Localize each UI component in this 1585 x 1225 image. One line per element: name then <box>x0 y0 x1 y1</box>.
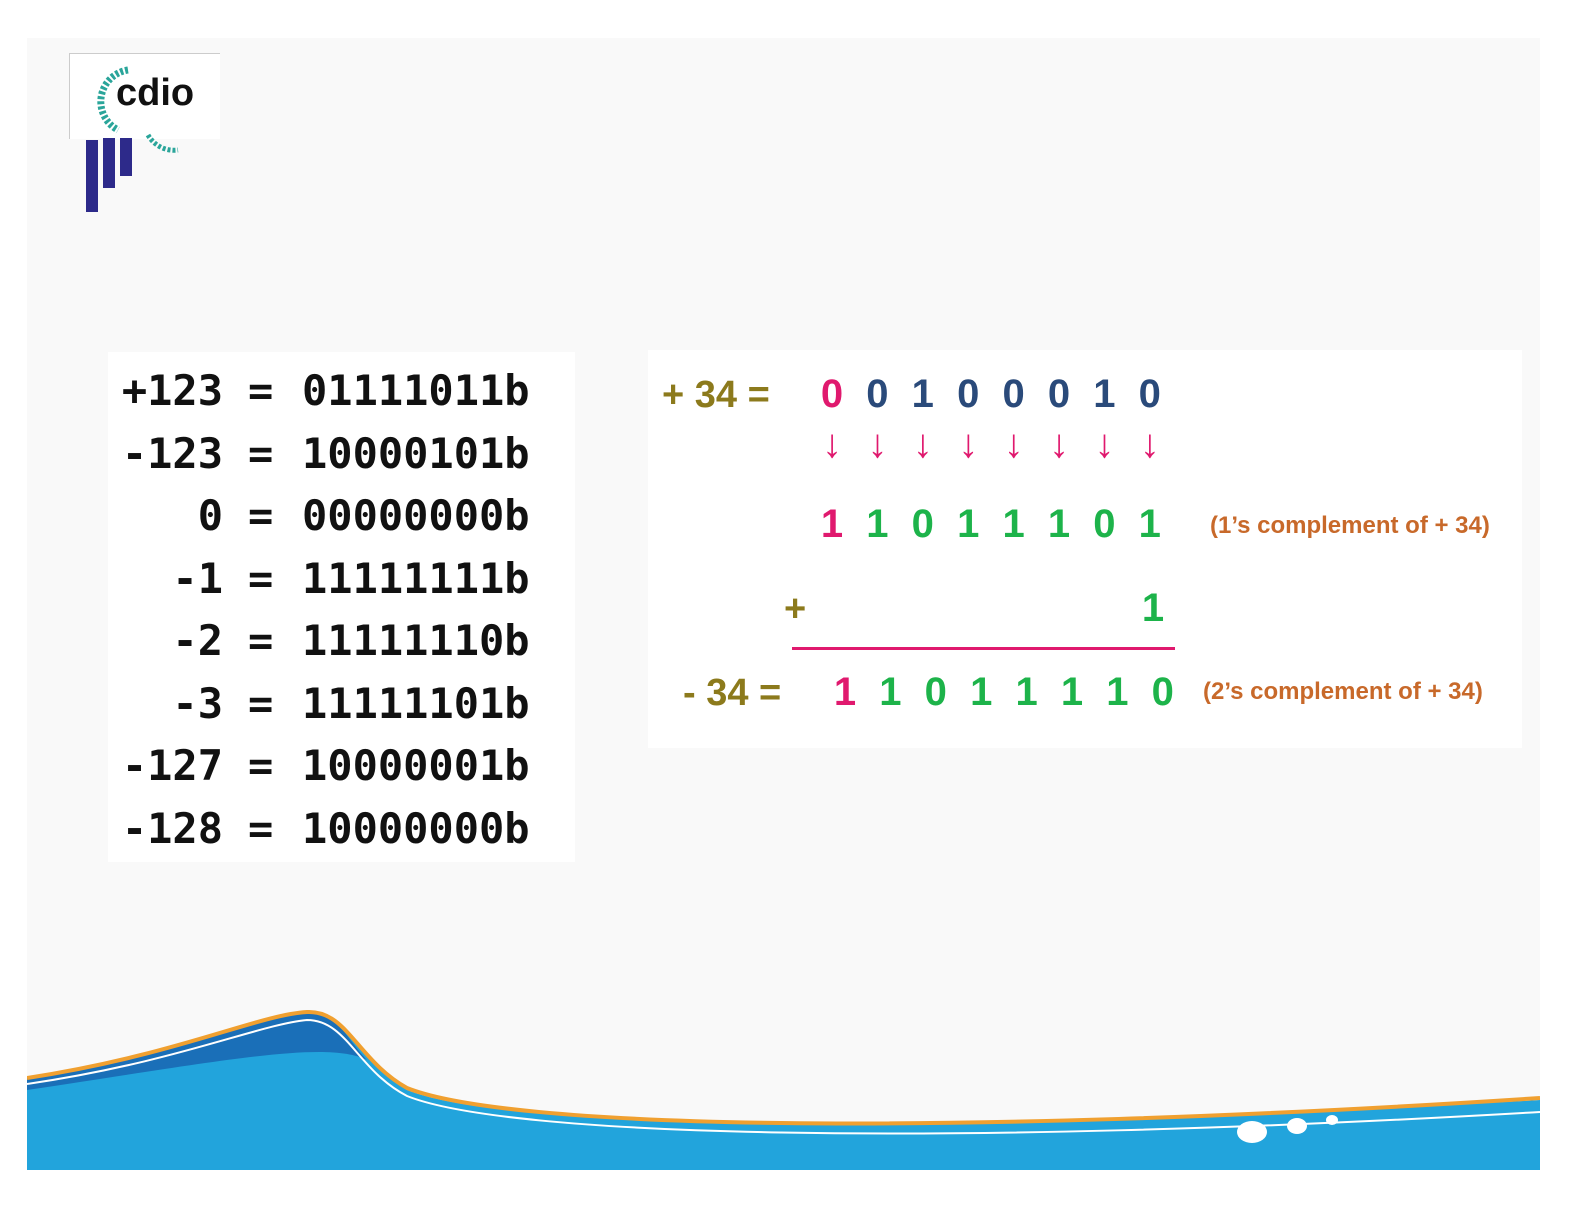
ones-complement-bit: 1 <box>1047 502 1071 546</box>
twos-complement-bit: 0 <box>924 670 947 714</box>
binary-value: 01111011b <box>302 366 530 415</box>
ones-complement-bit: 1 <box>820 502 844 546</box>
table-row: 0 = 00000000b <box>108 491 575 551</box>
table-row: -123 = 10000101b <box>108 429 575 489</box>
positive-bit: 0 <box>820 372 844 416</box>
decimal-value: -123 <box>121 428 223 478</box>
twos-complement-bit: 1 <box>970 670 993 714</box>
plus-one: 1 <box>1141 586 1165 630</box>
arrow-down-icon: ↓ <box>1003 422 1024 466</box>
positive-bit: 0 <box>866 372 889 416</box>
decimal-value: -2 <box>172 616 223 665</box>
equals-sign: = <box>248 741 274 790</box>
logo <box>69 53 220 139</box>
positive-bit: 1 <box>1093 372 1116 416</box>
decimal-value: -3 <box>172 678 223 728</box>
ones-complement-bit: 0 <box>1093 502 1116 546</box>
binary-value: 11111101b <box>302 678 530 728</box>
ones-complement-bit: 1 <box>866 502 889 546</box>
table-row: +123 = 01111011b <box>108 366 575 426</box>
positive-bit: 0 <box>957 372 980 416</box>
table-row: -128 = 10000000b <box>108 804 575 864</box>
equals-sign: = <box>248 428 274 478</box>
arrow-down-icon: ↓ <box>1049 422 1069 466</box>
arrow-down-icon: ↓ <box>1094 422 1115 466</box>
equals-sign: = <box>248 366 274 415</box>
positive-bit: 0 <box>1002 372 1025 416</box>
ones-complement-bit: 1 <box>957 502 980 546</box>
ones-complement-bit: 1 <box>1138 502 1161 546</box>
ones-complement-bit: 1 <box>1002 502 1025 546</box>
arrow-down-icon: ↓ <box>958 422 979 466</box>
arrow-down-icon: ↓ <box>1139 422 1160 466</box>
equals-sign: = <box>248 616 274 665</box>
decimal-value: 0 <box>197 491 223 540</box>
equals-sign: = <box>248 491 274 540</box>
binary-value: 11111110b <box>302 616 530 665</box>
arrow-down-icon: ↓ <box>867 422 888 466</box>
logo-graphic <box>86 66 179 212</box>
equals-sign: = <box>248 803 274 853</box>
logo-text: cdio <box>116 72 195 114</box>
positive-label: + 34 = <box>662 374 770 416</box>
binary-value: 11111111b <box>302 553 530 603</box>
twos-complement-bit: 0 <box>1151 670 1174 714</box>
binary-value: 10000101b <box>302 428 530 478</box>
binary-value: 00000000b <box>302 491 530 540</box>
decimal-value: +123 <box>121 366 223 415</box>
binary-value: 10000001b <box>302 741 530 790</box>
arrow-down-icon: ↓ <box>912 422 933 466</box>
binary-value: 10000000b <box>302 803 530 853</box>
twos-complement-bit: 1 <box>1106 670 1129 714</box>
equals-sign: = <box>248 553 274 603</box>
twos-complement-note: (2’s complement of + 34) <box>1203 678 1483 705</box>
positive-bit: 0 <box>1047 372 1071 416</box>
table-row: -3 = 11111101b <box>108 679 575 739</box>
table-row: -1 = 11111111b <box>108 554 575 614</box>
arrow-down-icon: ↓ <box>822 422 842 466</box>
decimal-value: -127 <box>121 741 223 790</box>
decimal-value: -128 <box>121 803 223 853</box>
plus-sign: + <box>784 588 807 630</box>
twos-complement-bit: 1 <box>833 670 857 714</box>
ones-complement-note: (1’s complement of + 34) <box>1210 512 1490 539</box>
table-row: -127 = 10000001b <box>108 741 575 801</box>
twos-complement-bit: 1 <box>1060 670 1084 714</box>
table-row: -2 = 11111110b <box>108 616 575 676</box>
equals-sign: = <box>248 678 274 728</box>
positive-bit: 0 <box>1138 372 1161 416</box>
twos-complement-bit: 1 <box>1015 670 1038 714</box>
negative-label: - 34 = <box>683 672 782 714</box>
twos-complement-bit: 1 <box>879 670 902 714</box>
sum-line <box>792 647 1175 650</box>
positive-bit: 1 <box>911 372 934 416</box>
ones-complement-bit: 0 <box>911 502 934 546</box>
wave-decoration <box>27 1009 1540 1170</box>
decimal-value: -1 <box>172 553 223 603</box>
